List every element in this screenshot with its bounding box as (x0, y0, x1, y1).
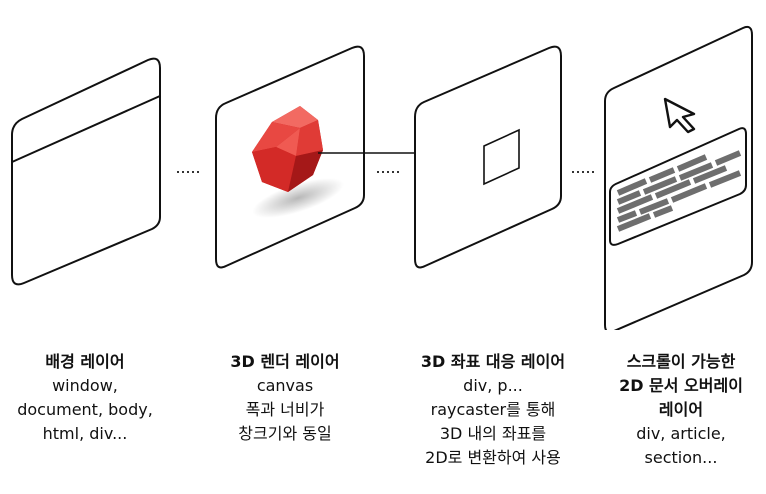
caption-line: html, div... (42, 424, 128, 443)
caption-line: 폭과 너비가 (245, 400, 325, 419)
caption-title: 스크롤이 가능한 (626, 352, 736, 371)
render-layer-panel (215, 45, 365, 269)
caption-title: 3D 렌더 레이어 (230, 352, 340, 371)
caption-title: 2D 문서 오버레이 (619, 376, 743, 395)
caption-line: section... (644, 448, 718, 467)
caption-title: 3D 좌표 대응 레이어 (420, 352, 566, 371)
overlay-layer-caption: 스크롤이 가능한 2D 문서 오버레이 레이어 div, article, se… (596, 350, 766, 470)
layer-diagram (11, 25, 753, 330)
caption-title: 레이어 (658, 400, 704, 419)
caption-line: div, p... (463, 376, 523, 395)
mouse-cursor-icon (663, 97, 696, 134)
caption-line: div, article, (636, 424, 726, 443)
caption-line: document, body, (17, 400, 153, 419)
mapping-layer-caption: 3D 좌표 대응 레이어 div, p... raycaster를 통해 3D … (400, 350, 586, 470)
caption-title: 배경 레이어 (45, 352, 125, 371)
caption-line: canvas (256, 376, 314, 395)
mapped-element-box (483, 128, 520, 186)
overlay-layer-panel (604, 25, 753, 330)
background-layer-panel (11, 57, 161, 286)
render-layer-caption: 3D 렌더 레이어 canvas 폭과 너비가 창크기와 동일 (200, 350, 370, 446)
caption-line: 3D 내의 좌표를 (439, 424, 547, 443)
mapping-layer-panel (414, 45, 562, 269)
text-lines-icon (616, 150, 742, 232)
caption-line: 창크기와 동일 (238, 424, 332, 443)
caption-line: window, (52, 376, 118, 395)
gem-shadow (252, 178, 344, 218)
red-gem-icon (252, 106, 323, 192)
caption-line: raycaster를 통해 (430, 400, 556, 419)
background-layer-caption: 배경 레이어 window, document, body, html, div… (0, 350, 170, 446)
window-titlebar-line (11, 95, 161, 163)
caption-line: 2D로 변환하여 사용 (425, 448, 561, 467)
